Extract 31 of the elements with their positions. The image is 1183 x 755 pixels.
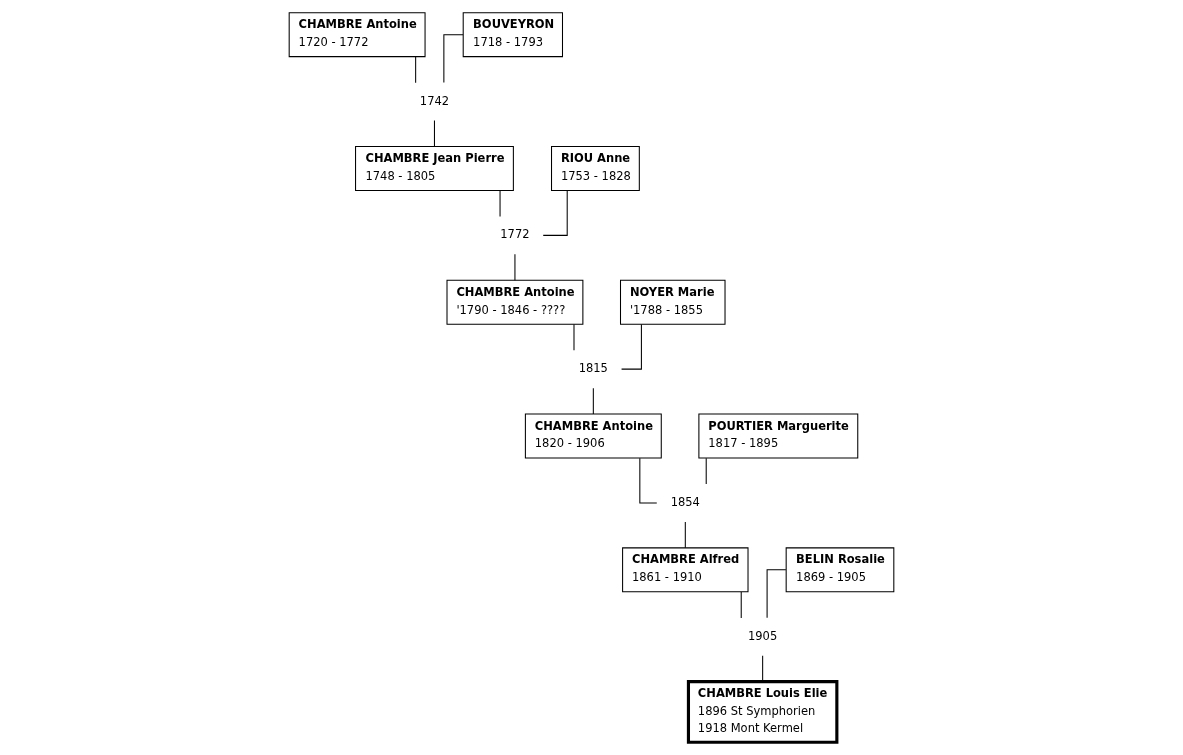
- connector: [443, 34, 464, 84]
- node-box: CHAMBRE Alfred 1861 - 1910: [622, 547, 749, 593]
- connector: [592, 387, 594, 415]
- connector: [621, 324, 642, 370]
- connector: [684, 521, 686, 549]
- connector: [762, 655, 764, 683]
- node-box: CHAMBRE Antoine '1790 - 1846 - ????: [446, 279, 584, 325]
- connector: [639, 457, 658, 504]
- node-text: 1772: [500, 227, 530, 242]
- connector: [573, 324, 575, 351]
- node-box: BOUVEYRON 1718 - 1793: [462, 12, 564, 58]
- node-text: 1815: [578, 361, 608, 376]
- node-box: CHAMBRE Jean Pierre 1748 - 1805: [355, 146, 514, 191]
- connector: [766, 569, 787, 619]
- node-text: 1742: [419, 93, 450, 108]
- connector: [514, 253, 516, 281]
- node-box: CHAMBRE Antoine 1820 - 1906: [524, 413, 662, 459]
- node-box: RIOU Anne 1753 - 1828: [551, 146, 640, 191]
- node-box: NOYER Marie '1788 - 1855: [619, 279, 726, 325]
- connector: [415, 56, 417, 84]
- connector: [705, 457, 707, 485]
- connector: [499, 190, 501, 218]
- connector: [740, 591, 742, 619]
- node-box: BELIN Rosalie 1869 - 1905: [785, 547, 895, 593]
- node-box: CHAMBRE Antoine 1720 - 1772: [288, 12, 426, 58]
- connector: [433, 120, 435, 147]
- node-box: POURTIER Marguerite 1817 - 1895: [698, 413, 859, 459]
- node-box: CHAMBRE Louis Elie 1896 St Symphorien 1918 Mont Kermel: [686, 680, 839, 744]
- node-text: 1905: [748, 628, 778, 643]
- connector: [542, 190, 568, 236]
- node-text: 1854: [670, 494, 700, 509]
